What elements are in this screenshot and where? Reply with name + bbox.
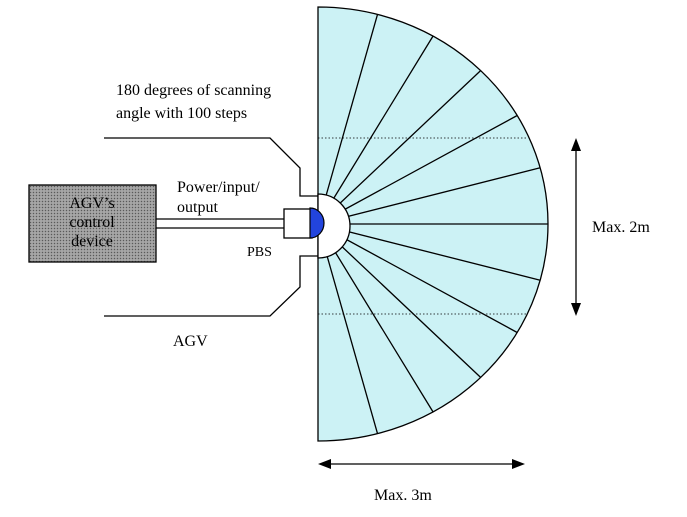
control-device-label-line1: AGV’s xyxy=(69,195,114,212)
control-device-box xyxy=(28,184,157,263)
sector-ray xyxy=(317,114,518,225)
sector-ray xyxy=(317,223,518,334)
max-range-arrow xyxy=(318,459,525,469)
power-label-line2: output xyxy=(177,199,218,216)
sector-ray xyxy=(317,223,379,434)
sector-ray xyxy=(317,223,541,281)
sector-ray xyxy=(317,167,541,225)
pbs-label: PBS xyxy=(247,245,272,260)
agv-label: AGV xyxy=(173,333,208,350)
agv-body-outline xyxy=(104,137,318,197)
pbs-sensor-lens xyxy=(309,207,325,239)
pbs-sensor-body xyxy=(283,208,313,239)
sector-rays xyxy=(317,14,548,434)
control-device-label-line2: control xyxy=(69,214,115,231)
max-range-label: Max. 3m xyxy=(374,487,432,504)
max-width-arrow xyxy=(571,138,581,316)
power-label-line1: Power/input/ xyxy=(177,179,260,196)
max-width-label: Max. 2m xyxy=(592,219,650,236)
sector-ray xyxy=(317,14,379,225)
agv-body-outline-lower xyxy=(104,255,318,317)
sector-ray xyxy=(317,223,482,378)
sector-ray xyxy=(317,70,482,225)
scan-angle-label-line1: 180 degrees of scanning xyxy=(116,82,271,99)
sector-ray xyxy=(317,223,434,413)
sensor-housing xyxy=(317,193,351,259)
control-device-label-line3: device xyxy=(71,233,113,250)
sector-ray xyxy=(317,35,434,225)
scan-angle-label-line2: angle with 100 steps xyxy=(116,105,247,122)
